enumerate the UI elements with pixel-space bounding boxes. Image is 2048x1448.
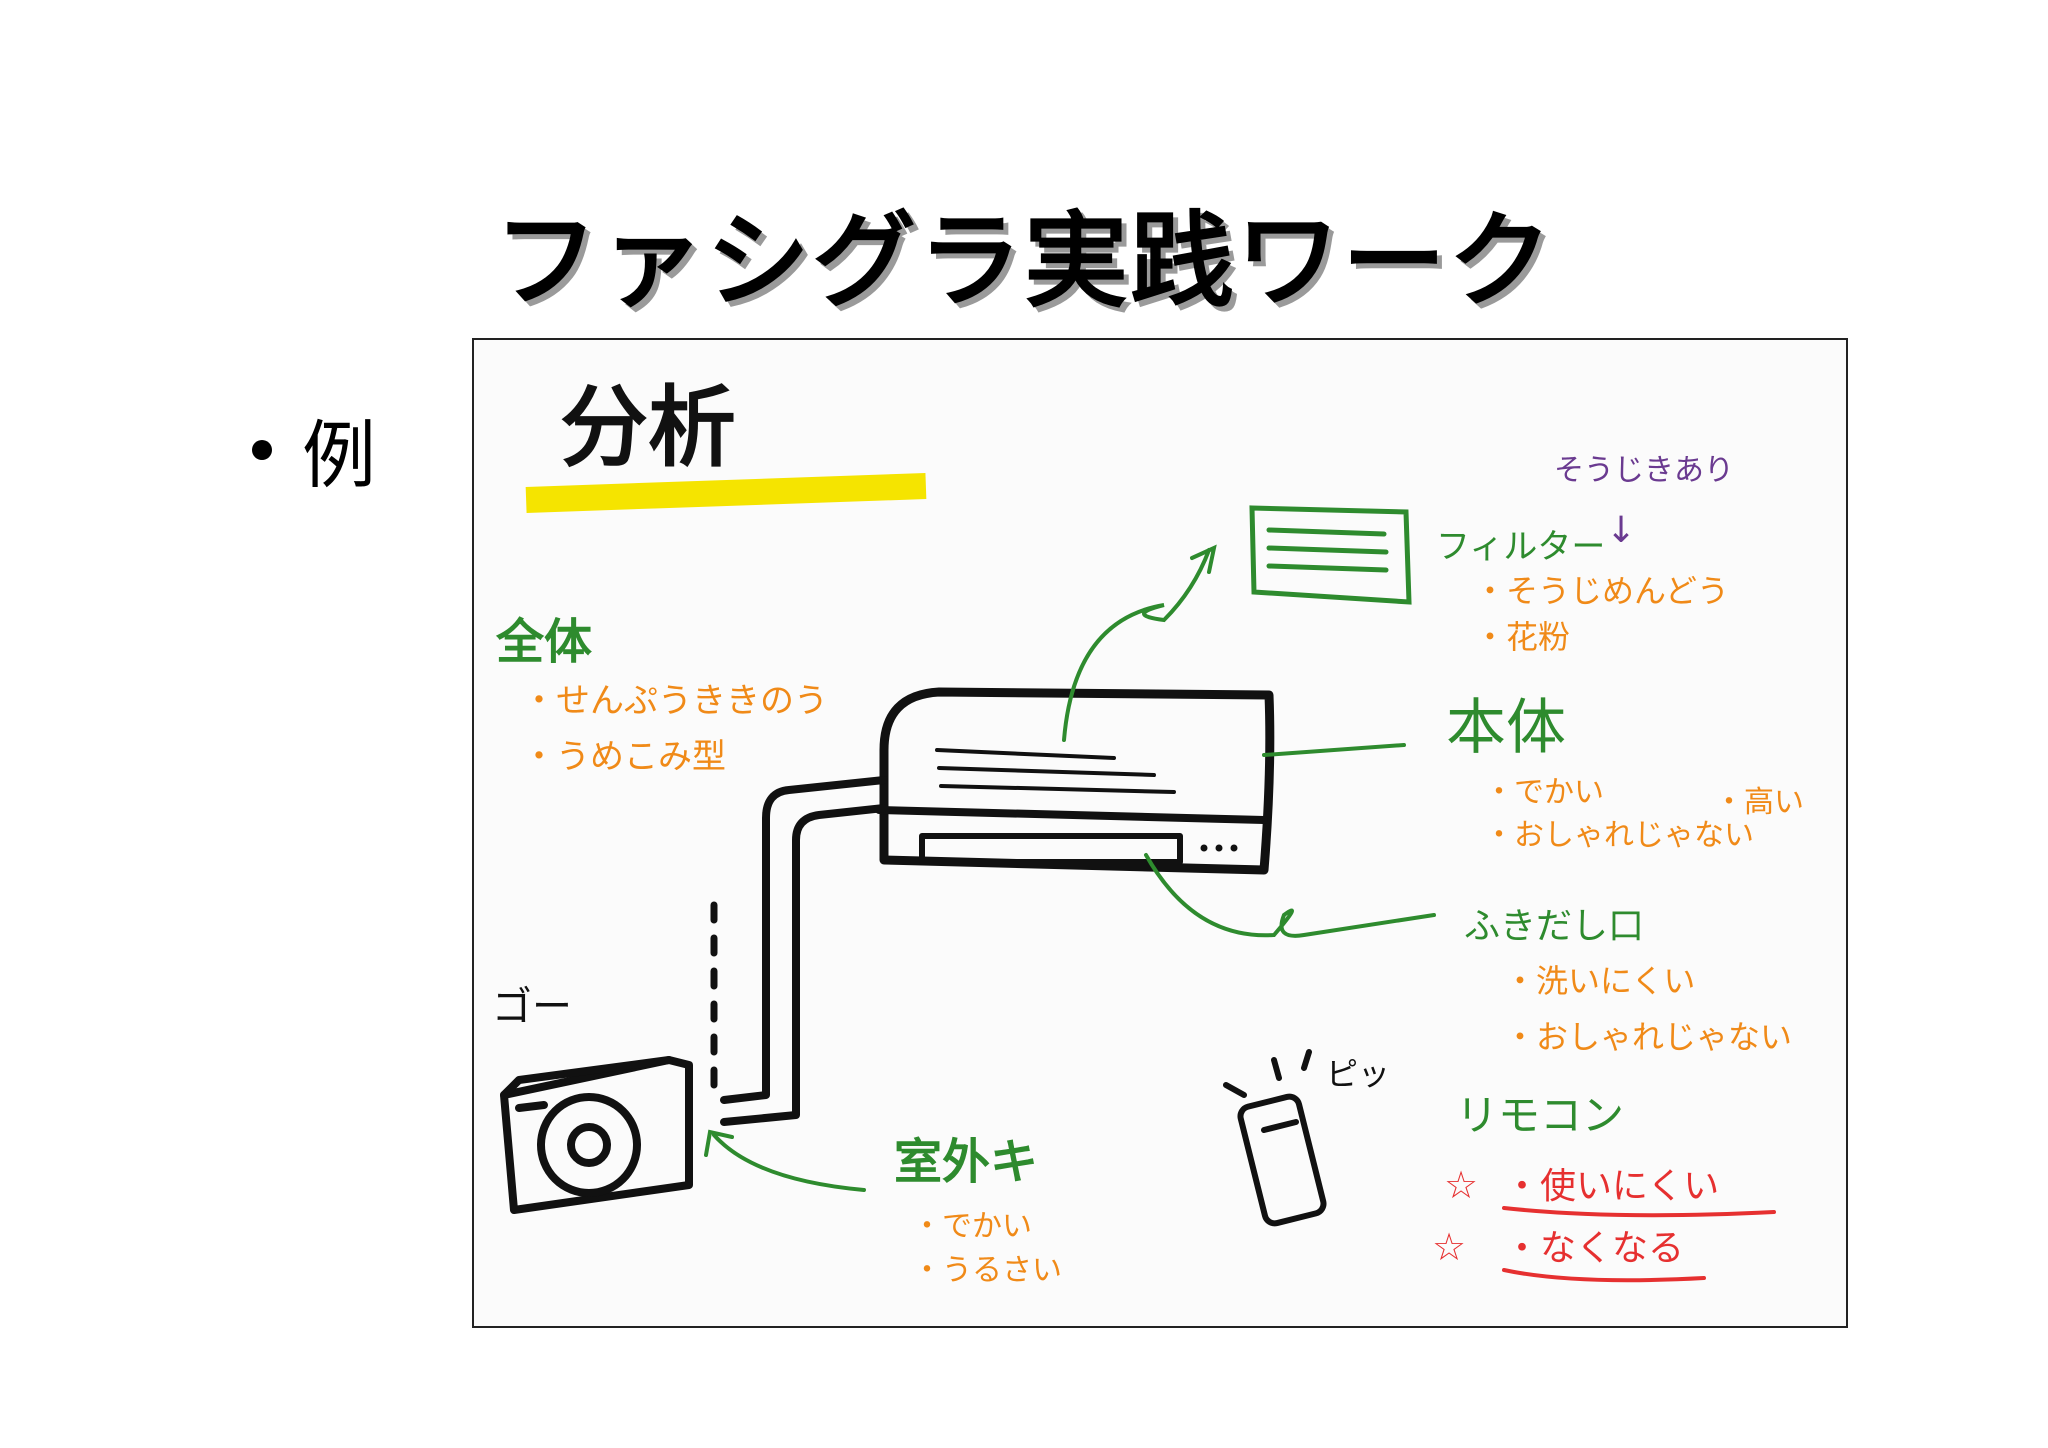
sketch-image: 分析	[472, 338, 1848, 1328]
outdoor-item-1: ・でかい	[912, 1209, 1032, 1244]
bullet-item: 例	[252, 396, 376, 503]
filter-item-1: ・そうじめんどう	[1474, 572, 1729, 610]
whole-item-1: ・せんぷうききのう	[522, 681, 828, 721]
vent-label: ふきだし口	[1464, 906, 1644, 947]
bullet-dot-icon	[252, 439, 272, 460]
remote-label: リモコン	[1456, 1091, 1624, 1140]
filter-drawing	[1249, 505, 1412, 605]
remote-item-2: ・なくなる	[1504, 1228, 1684, 1269]
body-item-3: ・おしゃれじゃない	[1484, 818, 1754, 853]
pipe-drawing	[720, 776, 888, 1126]
filter-note: そうじきあり	[1554, 453, 1734, 488]
analysis-sketch: 分析	[492, 376, 1804, 1288]
whole-label: 全体	[495, 614, 592, 670]
vent-item-2: ・おしゃれじゃない	[1504, 1018, 1792, 1056]
slide-title: ファシグラ実践ワーク	[493, 200, 1554, 322]
filter-item-2: ・花粉	[1474, 618, 1570, 656]
connector-lines	[704, 544, 1436, 1192]
remote-star-icon-1: ☆	[1444, 1163, 1478, 1207]
body-item-1: ・でかい	[1484, 775, 1604, 810]
body-label: 本体	[1446, 693, 1566, 763]
outdoor-label: 室外キ	[894, 1134, 1038, 1190]
vent-item-1: ・洗いにくい	[1504, 962, 1695, 1000]
highlighter-stroke	[525, 473, 927, 513]
filter-arrow-icon: ↓	[1606, 510, 1636, 551]
remote-star-icon-2: ☆	[1432, 1225, 1466, 1269]
outdoor-item-2: ・うるさい	[912, 1253, 1062, 1288]
indoor-unit-drawing	[875, 687, 1275, 875]
heading-analysis: 分析	[560, 376, 736, 479]
remote-underlines	[1502, 1206, 1776, 1283]
whole-item-2: ・うめこみ型	[522, 737, 726, 777]
outdoor-sound-text: ゴー	[492, 984, 572, 1030]
body-item-2: ・高い	[1714, 785, 1804, 820]
outdoor-unit-drawing	[500, 1056, 693, 1214]
filter-label: フィルター	[1436, 527, 1605, 567]
remote-drawing	[1223, 1049, 1327, 1227]
remote-item-1: ・使いにくい	[1504, 1166, 1719, 1207]
remote-sound-text: ピッ	[1326, 1055, 1390, 1093]
bullet-text: 例	[302, 413, 376, 499]
